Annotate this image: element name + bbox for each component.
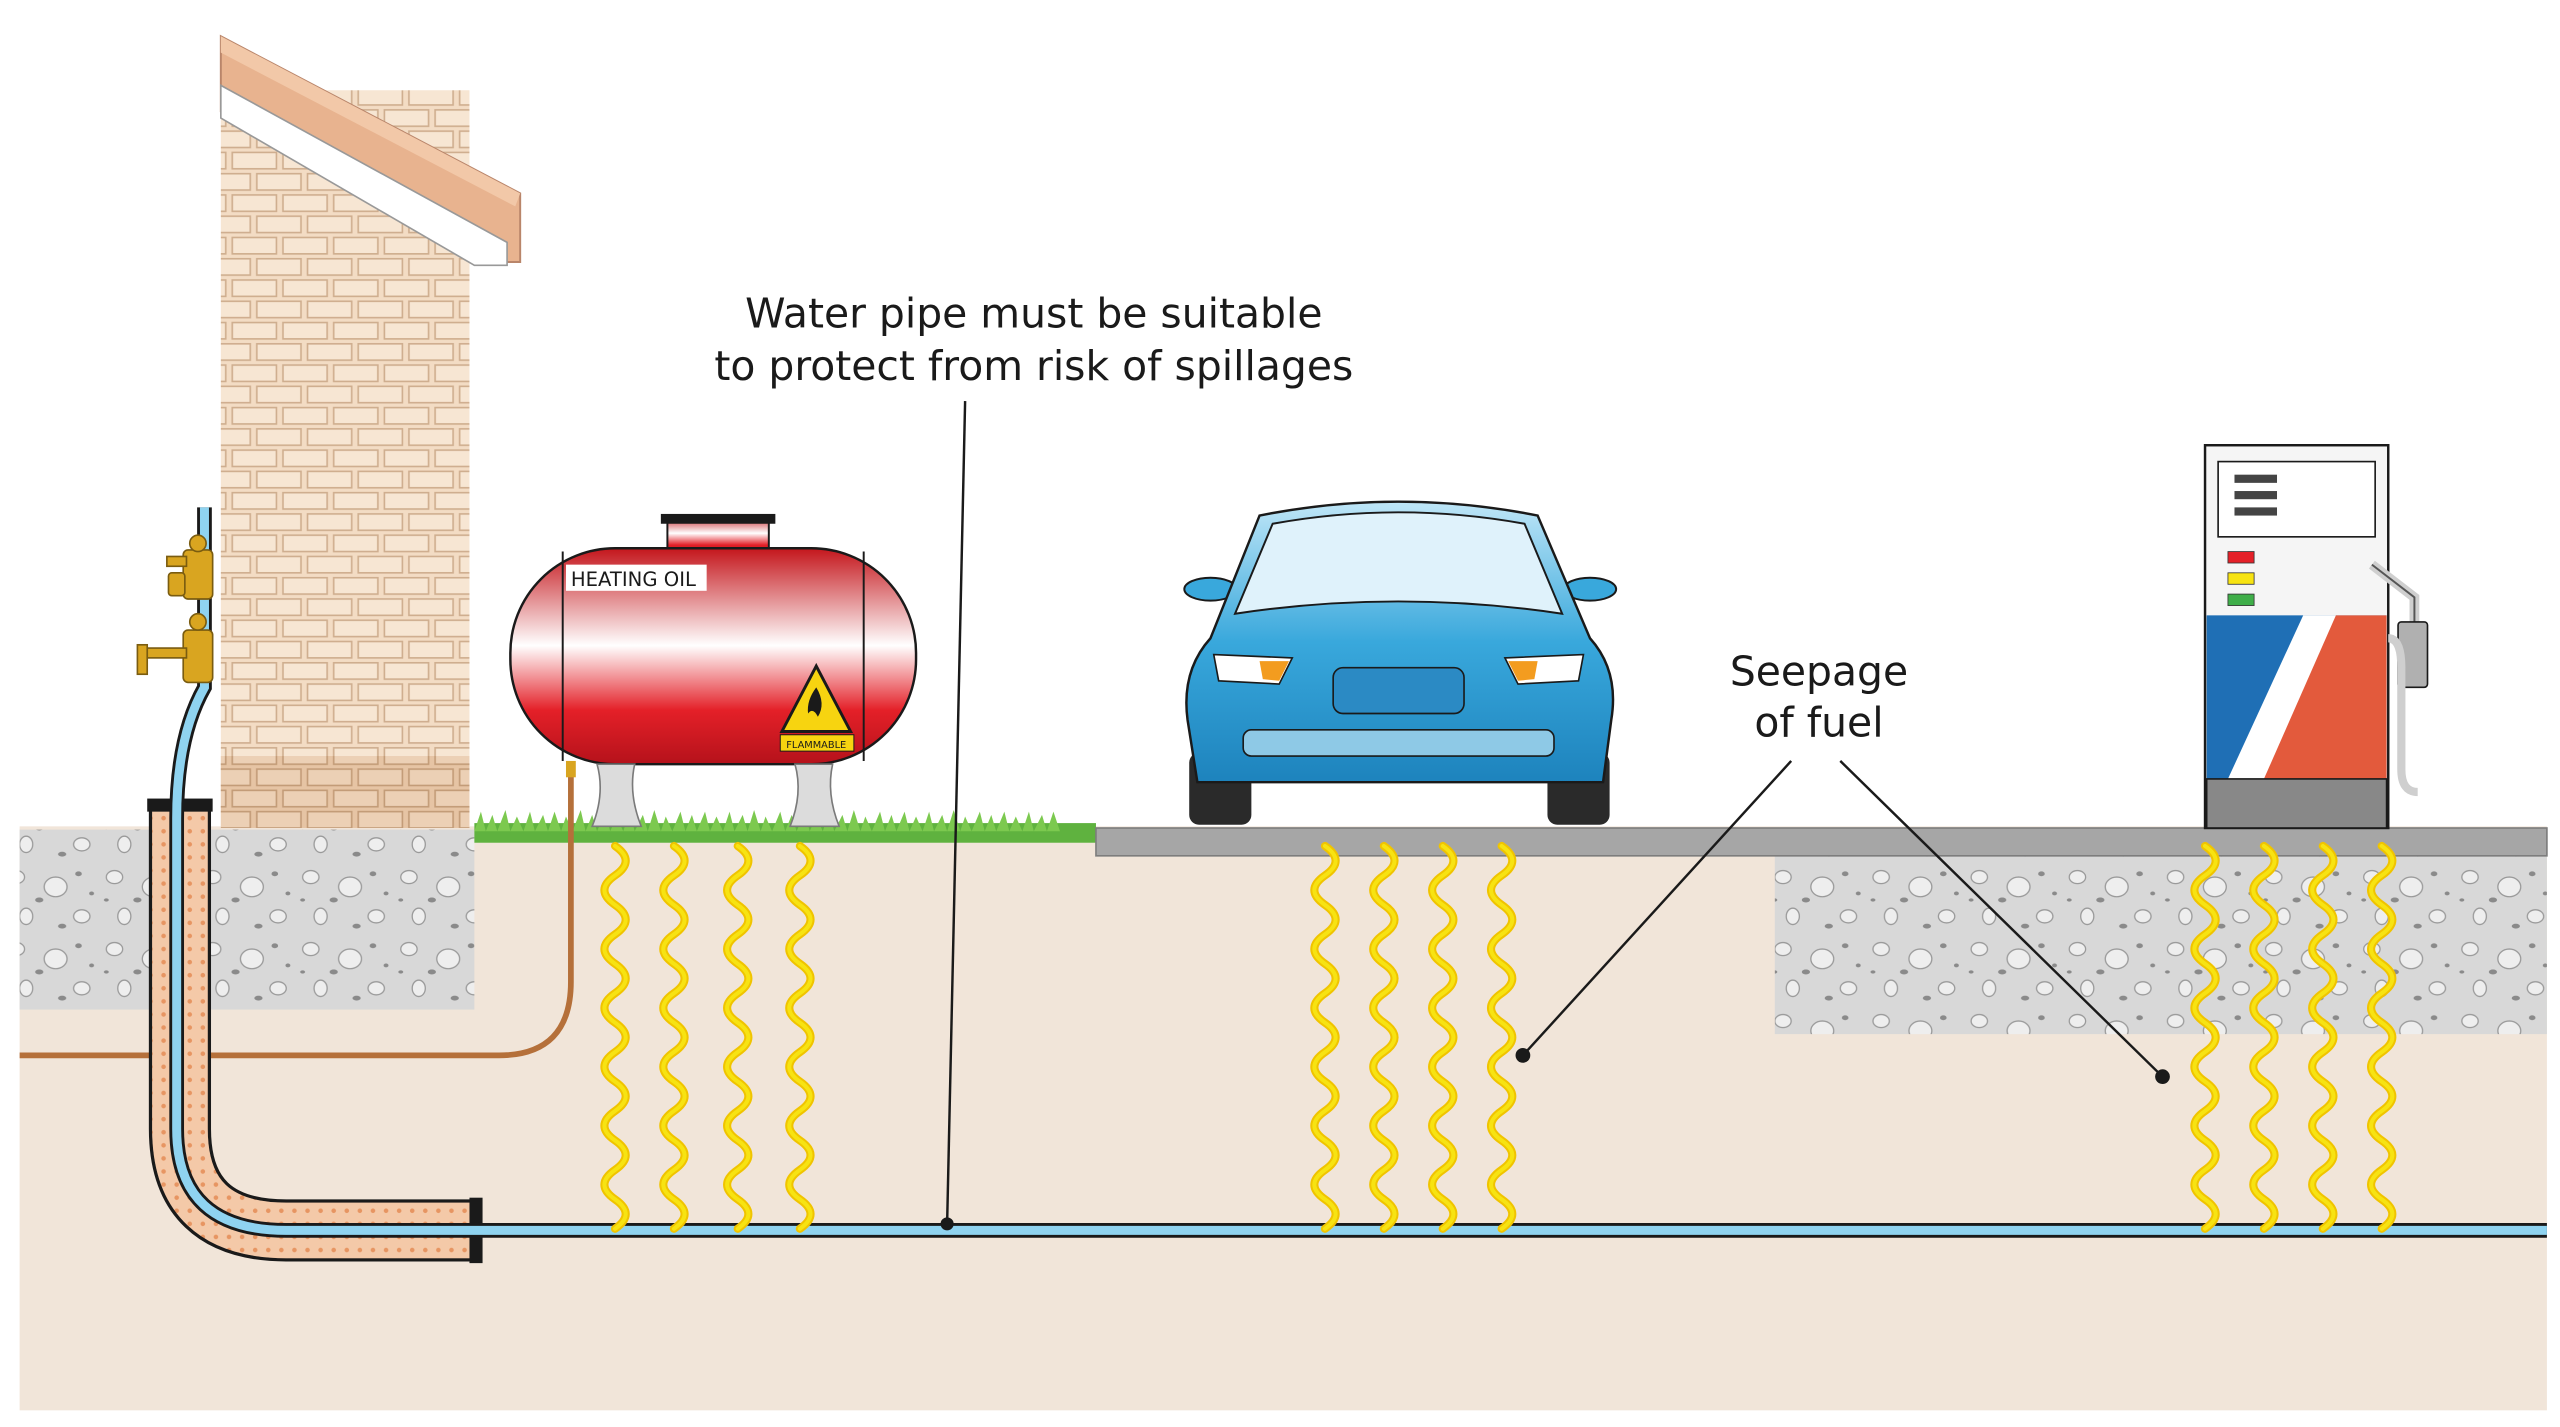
fuel-seepage-squiggle-highlight bbox=[2369, 843, 2395, 1231]
fuel-seepage-squiggle-highlight bbox=[725, 843, 751, 1231]
fuel-seepage-squiggle-highlight bbox=[787, 843, 813, 1231]
fuel-seepage-squiggle-highlight bbox=[2251, 843, 2277, 1231]
water-pipe-inner bbox=[172, 507, 2547, 1235]
seepage-annotation-line1: Seepage bbox=[1730, 648, 1908, 696]
oil-supply-pipe bbox=[19, 769, 574, 1059]
oil-tank-icon bbox=[509, 513, 918, 828]
tank-label: HEATING OIL bbox=[571, 568, 696, 591]
seepage-annotation-line2: of fuel bbox=[1754, 698, 1883, 746]
fuel-seepage-squiggle-highlight bbox=[602, 843, 628, 1231]
water-pipe-annotation-line2: to protect from risk of spillages bbox=[714, 342, 1353, 390]
tap-icon bbox=[136, 612, 214, 684]
house-foundation bbox=[19, 829, 475, 1010]
seepage-leader-left-dot bbox=[1515, 1048, 1531, 1063]
fuel-seepage-squiggle-highlight bbox=[1430, 843, 1456, 1231]
fuel-seepage-squiggle-highlight bbox=[1312, 843, 1338, 1231]
fuel-seepage-squiggle-highlight bbox=[1489, 843, 1515, 1231]
tap-icon bbox=[166, 534, 214, 600]
water-pipe-leader-dot bbox=[940, 1217, 954, 1231]
fuel-seepage-squiggle-highlight bbox=[2310, 843, 2336, 1231]
car-icon bbox=[1183, 500, 1618, 825]
seepage-leader-right-dot bbox=[2155, 1069, 2170, 1085]
flammable-label: FLAMMABLE bbox=[786, 740, 846, 751]
water-pipe-leader bbox=[945, 401, 967, 1224]
water-pipe-annotation-line1: Water pipe must be suitable bbox=[745, 289, 1322, 337]
seepage-leader-left bbox=[1522, 760, 1793, 1057]
fuel-seepage bbox=[600, 841, 2397, 1233]
leader-lines bbox=[940, 401, 2170, 1231]
seepage-leader-right bbox=[1839, 760, 2164, 1078]
road-surface bbox=[1095, 827, 2548, 857]
brick-wall-icon bbox=[219, 34, 522, 829]
pump-foundation bbox=[1774, 854, 2547, 1035]
fuel-seepage-squiggle-highlight bbox=[661, 843, 687, 1231]
fuel-pump-icon bbox=[2203, 444, 2429, 830]
fuel-seepage-squiggle-highlight bbox=[1371, 843, 1397, 1231]
fuel-seepage-squiggle-highlight bbox=[2192, 843, 2218, 1231]
flammable-warning-icon bbox=[779, 662, 855, 752]
grass bbox=[474, 810, 1096, 843]
